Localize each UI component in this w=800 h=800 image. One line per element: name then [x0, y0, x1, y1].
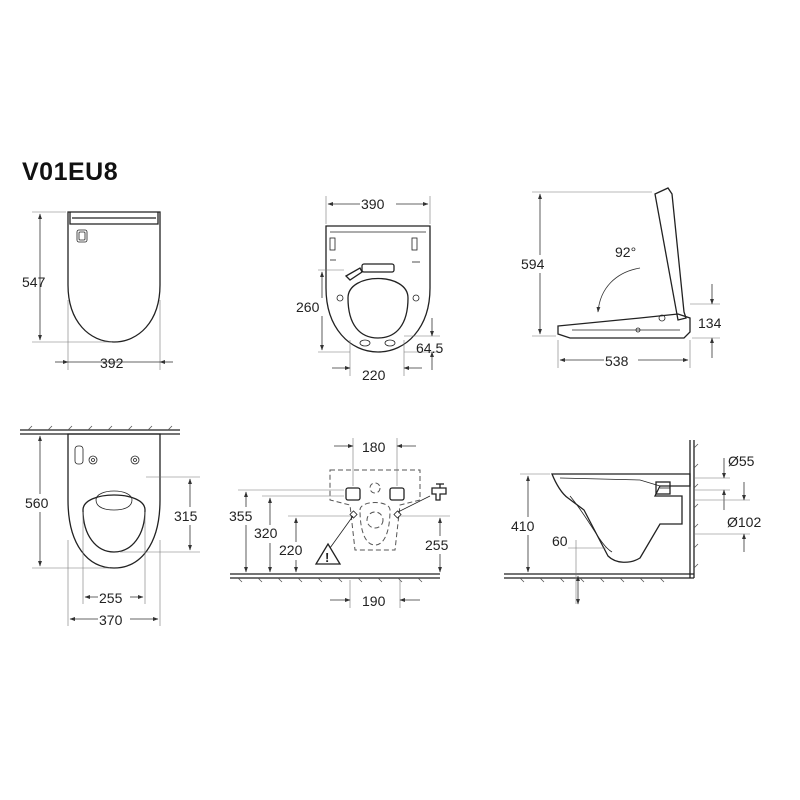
dim-255: 255 — [99, 590, 123, 606]
drawing-title: V01EU8 — [22, 158, 119, 186]
seat-top-view: 547 392 — [22, 211, 173, 371]
seat-back-view: 390 260 64.5 220 — [296, 196, 443, 383]
dim-64-5: 64.5 — [416, 340, 443, 356]
dim-180: 180 — [362, 439, 386, 455]
bowl-side-view: 410 60 Ø55 Ø102 — [504, 440, 761, 605]
dim-92-deg: 92° — [615, 244, 636, 260]
seat-side-view: 594 92° 134 538 — [520, 187, 722, 369]
dim-60: 60 — [552, 533, 568, 549]
svg-text:!: ! — [325, 550, 329, 565]
dim-220-wall: 220 — [279, 542, 303, 558]
dim-315: 315 — [174, 508, 198, 524]
dim-594: 594 — [521, 256, 545, 272]
dim-538: 538 — [605, 353, 629, 369]
dim-260: 260 — [296, 299, 320, 315]
wall-layout-view: ! 180 355 320 220 255 190 — [228, 438, 458, 609]
dim-560: 560 — [25, 495, 49, 511]
dim-d55: Ø55 — [728, 453, 755, 469]
dim-134: 134 — [698, 315, 722, 331]
dim-390: 390 — [361, 196, 385, 212]
dim-410: 410 — [511, 518, 535, 534]
dim-547: 547 — [22, 274, 46, 290]
dim-370: 370 — [99, 612, 123, 628]
dim-355: 355 — [229, 508, 253, 524]
dim-320: 320 — [254, 525, 278, 541]
dim-220: 220 — [362, 367, 386, 383]
bowl-top-view: 560 315 255 370 — [20, 425, 208, 628]
dim-255-wall: 255 — [425, 537, 449, 553]
dim-190: 190 — [362, 593, 386, 609]
dim-d102: Ø102 — [727, 514, 761, 530]
dim-392: 392 — [100, 355, 124, 371]
